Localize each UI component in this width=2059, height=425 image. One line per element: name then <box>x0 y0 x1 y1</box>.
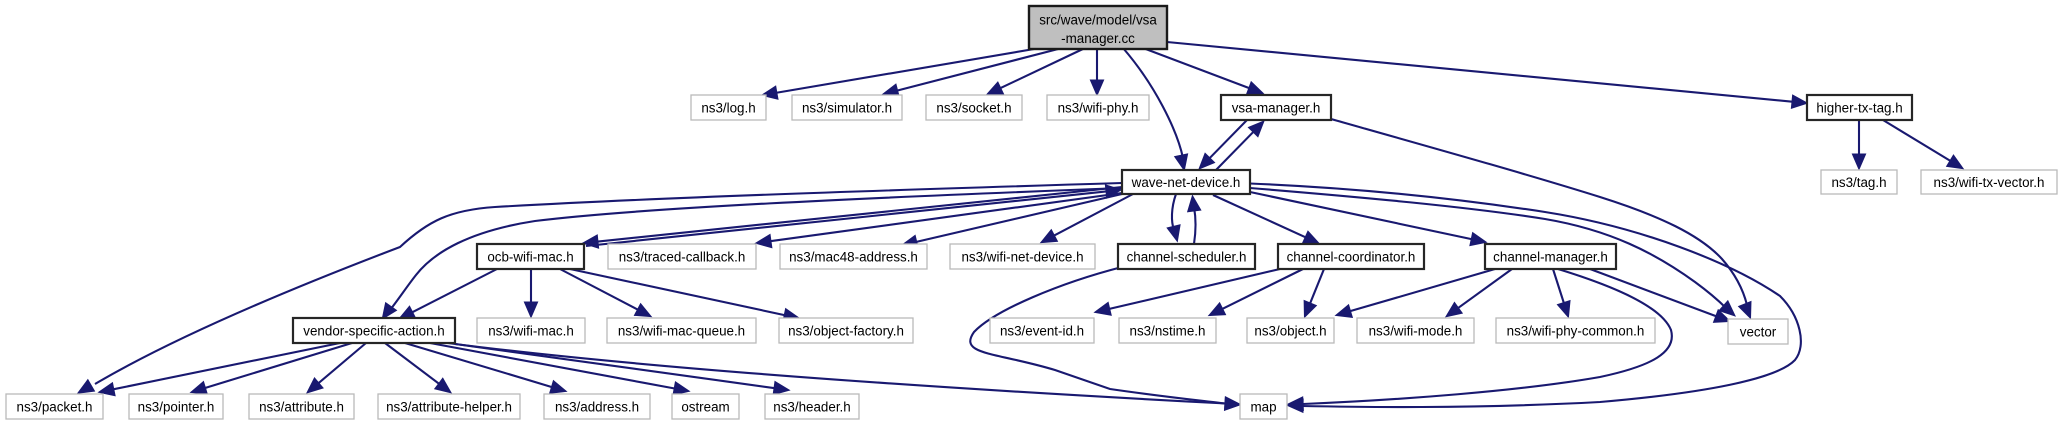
svg-text:vsa-manager.h: vsa-manager.h <box>1232 100 1321 115</box>
svg-text:ns3/wifi-mac.h: ns3/wifi-mac.h <box>488 323 574 338</box>
svg-text:ns3/wifi-mac-queue.h: ns3/wifi-mac-queue.h <box>618 323 745 338</box>
svg-text:ns3/mac48-address.h: ns3/mac48-address.h <box>789 249 918 264</box>
svg-text:ns3/event-id.h: ns3/event-id.h <box>1000 323 1084 338</box>
svg-text:channel-coordinator.h: channel-coordinator.h <box>1287 249 1416 264</box>
svg-text:ns3/pointer.h: ns3/pointer.h <box>138 399 215 414</box>
svg-text:src/wave/model/vsa: src/wave/model/vsa <box>1039 13 1157 28</box>
svg-text:map: map <box>1250 399 1276 414</box>
svg-text:vector: vector <box>1740 324 1777 339</box>
svg-text:ns3/object.h: ns3/object.h <box>1254 323 1326 338</box>
svg-text:ns3/wifi-mode.h: ns3/wifi-mode.h <box>1369 323 1463 338</box>
svg-text:ns3/log.h: ns3/log.h <box>701 100 755 115</box>
svg-text:ns3/traced-callback.h: ns3/traced-callback.h <box>619 249 746 264</box>
svg-text:ostream: ostream <box>681 399 729 414</box>
svg-text:ns3/address.h: ns3/address.h <box>555 399 639 414</box>
svg-text:ns3/nstime.h: ns3/nstime.h <box>1130 323 1206 338</box>
svg-text:ns3/object-factory.h: ns3/object-factory.h <box>788 323 904 338</box>
svg-text:vendor-specific-action.h: vendor-specific-action.h <box>303 323 444 338</box>
svg-text:ns3/header.h: ns3/header.h <box>773 399 850 414</box>
svg-text:ns3/attribute-helper.h: ns3/attribute-helper.h <box>386 399 512 414</box>
svg-text:wave-net-device.h: wave-net-device.h <box>1131 175 1241 190</box>
svg-text:ns3/tag.h: ns3/tag.h <box>1831 175 1886 190</box>
svg-text:ns3/simulator.h: ns3/simulator.h <box>802 100 892 115</box>
svg-text:channel-manager.h: channel-manager.h <box>1493 249 1608 264</box>
svg-text:ns3/packet.h: ns3/packet.h <box>17 399 93 414</box>
svg-text:higher-tx-tag.h: higher-tx-tag.h <box>1816 100 1902 115</box>
svg-text:ns3/wifi-phy-common.h: ns3/wifi-phy-common.h <box>1507 323 1645 338</box>
svg-text:-manager.cc: -manager.cc <box>1061 31 1135 46</box>
svg-text:ocb-wifi-mac.h: ocb-wifi-mac.h <box>487 249 573 264</box>
svg-text:ns3/attribute.h: ns3/attribute.h <box>259 399 344 414</box>
svg-text:ns3/wifi-phy.h: ns3/wifi-phy.h <box>1058 100 1139 115</box>
svg-text:ns3/wifi-net-device.h: ns3/wifi-net-device.h <box>961 249 1083 264</box>
svg-text:ns3/socket.h: ns3/socket.h <box>936 100 1011 115</box>
svg-text:ns3/wifi-tx-vector.h: ns3/wifi-tx-vector.h <box>1934 175 2045 190</box>
svg-text:channel-scheduler.h: channel-scheduler.h <box>1127 249 1247 264</box>
